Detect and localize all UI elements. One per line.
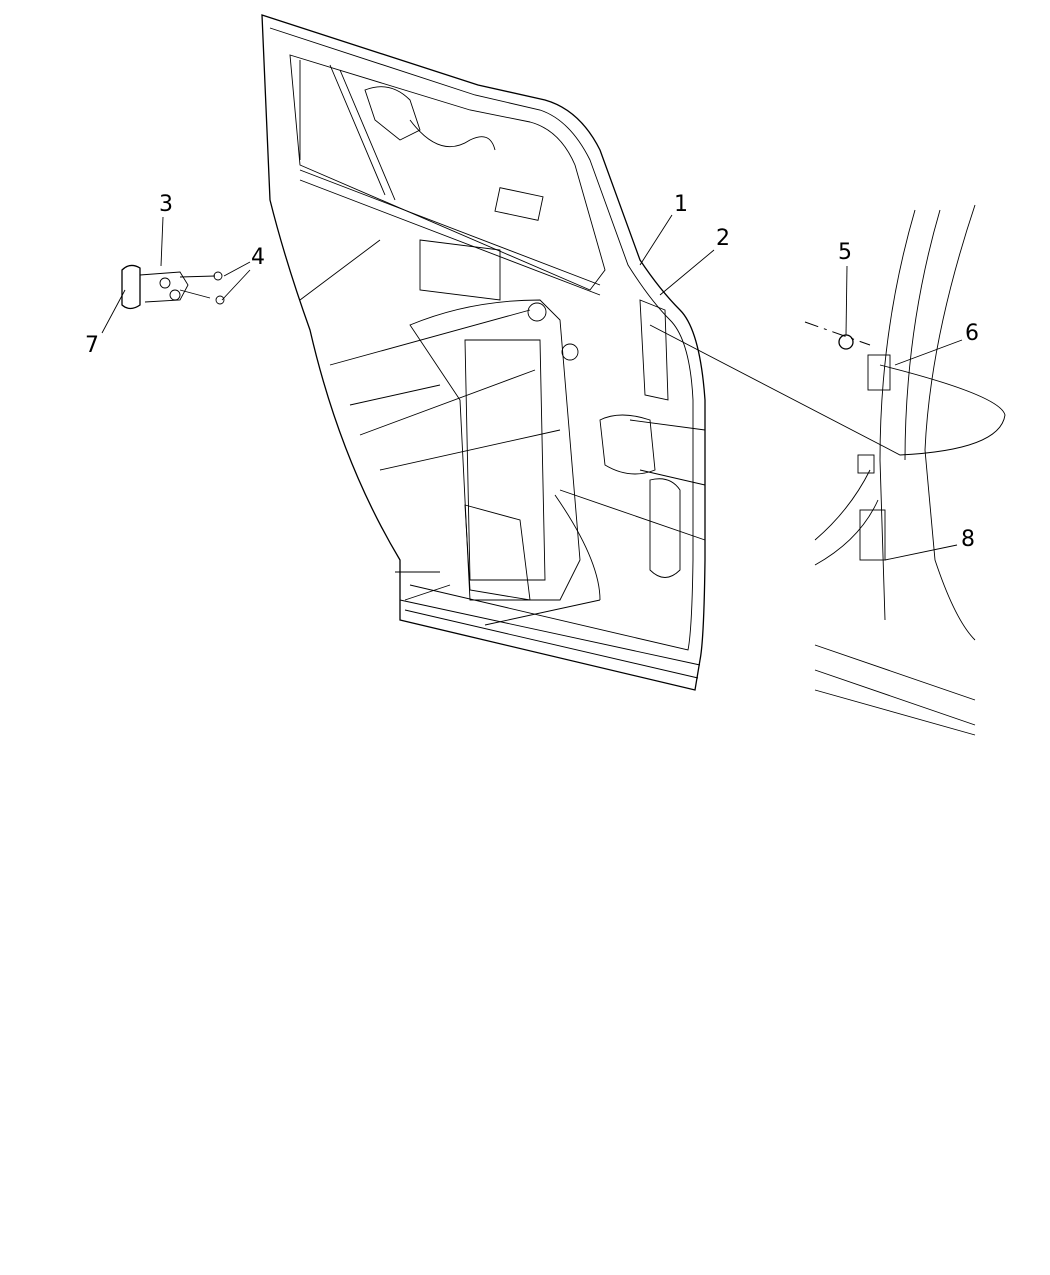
callout-6: 6 <box>965 321 979 346</box>
callout-2: 2 <box>716 226 730 251</box>
callout-3: 3 <box>159 192 173 217</box>
callout-7: 7 <box>85 333 99 358</box>
callout-5: 5 <box>838 240 852 265</box>
rear-door-assembly <box>261 14 706 691</box>
body-pillar <box>649 204 1006 736</box>
leader-lines <box>101 214 963 561</box>
callout-8: 8 <box>961 527 975 552</box>
callout-4: 4 <box>251 245 265 270</box>
hinge-assembly <box>121 264 225 310</box>
callout-1: 1 <box>674 192 688 217</box>
